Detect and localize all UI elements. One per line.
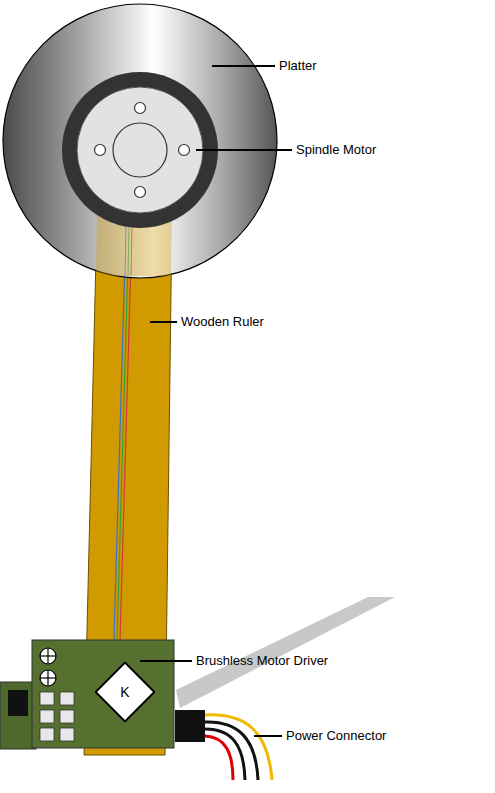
leader-lines [140, 66, 292, 736]
shadow [176, 597, 395, 708]
pads [40, 692, 74, 741]
wire [120, 225, 132, 640]
platter [3, 4, 277, 278]
spindle-hub [113, 123, 167, 177]
power-wires [205, 715, 272, 780]
part-label: Brushless Motor Driver [196, 653, 328, 669]
spindle-motor [77, 87, 203, 213]
part-label: Wooden Ruler [181, 314, 264, 330]
chip-label: K [120, 684, 129, 700]
power-connector [175, 710, 205, 742]
spindle-ring [62, 72, 218, 228]
screws [40, 648, 56, 686]
part-label: Spindle Motor [296, 142, 376, 158]
wire [117, 225, 129, 640]
header [8, 690, 28, 716]
motor-driver-board [32, 640, 174, 748]
part-label: Platter [279, 58, 317, 74]
wire [114, 225, 126, 640]
part-label: Power Connector [286, 728, 386, 744]
board-connector [0, 682, 36, 749]
chip-diamond: K [95, 662, 155, 722]
